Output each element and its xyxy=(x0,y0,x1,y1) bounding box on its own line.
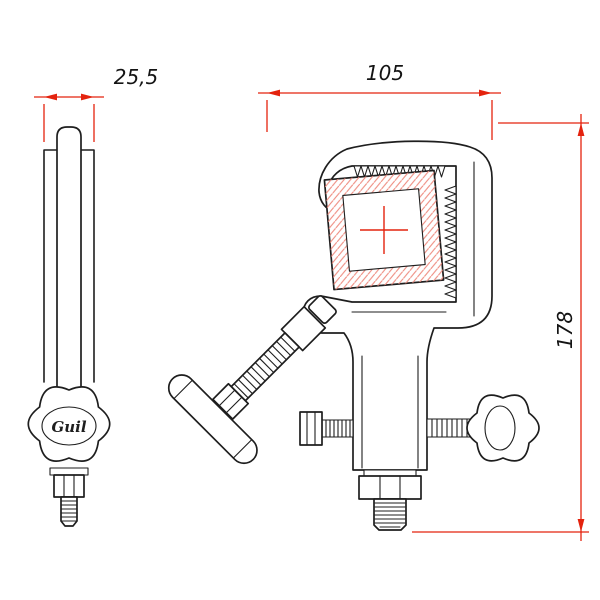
side-stud-threads xyxy=(60,500,78,522)
knob-logo-ellipse xyxy=(41,406,97,446)
bottom-washer xyxy=(363,469,417,477)
screw-pad xyxy=(308,295,337,324)
bottom-stud-threads xyxy=(374,502,406,528)
bottom-nut xyxy=(358,475,422,500)
right-knob-face xyxy=(484,405,516,451)
arrow-right xyxy=(81,93,94,101)
side-plate xyxy=(56,126,82,392)
dimension-label: 25,5 xyxy=(114,65,159,89)
left-bolt-threads xyxy=(325,419,351,438)
center-mark xyxy=(360,206,408,254)
body-detail-lines xyxy=(351,161,475,469)
arrow-right xyxy=(479,89,492,97)
left-bolt-facets xyxy=(306,411,316,446)
side-view: Guil xyxy=(27,126,111,527)
right-knob xyxy=(466,394,540,462)
dimension-front-width: 105 xyxy=(258,61,501,140)
left-bolt-head xyxy=(299,411,323,446)
dimension-front-height: 178 xyxy=(412,114,589,541)
dimension-label: 105 xyxy=(366,61,404,85)
front-view xyxy=(167,140,540,531)
screw-t-handle xyxy=(167,374,258,465)
arrow-top xyxy=(577,123,585,136)
beam-inner xyxy=(342,188,426,272)
handle-end-lines xyxy=(173,379,253,459)
screw-hex-collar xyxy=(212,382,250,420)
dimension-side-width: 25,5 xyxy=(34,65,158,142)
attachments xyxy=(299,394,540,531)
side-nut xyxy=(53,474,85,498)
bottom-nut-facets xyxy=(379,475,401,500)
side-profile-lines xyxy=(43,149,95,383)
arrow-bottom xyxy=(577,519,585,532)
screw-threads xyxy=(233,336,296,399)
side-nut-facets xyxy=(63,474,75,498)
side-washer xyxy=(49,467,89,476)
right-serration xyxy=(444,185,457,299)
side-stud xyxy=(60,496,78,527)
clamp-screw xyxy=(167,295,337,465)
arrow-left xyxy=(267,89,280,97)
extension-lines xyxy=(43,104,95,142)
extension-lines xyxy=(412,122,589,533)
dimensions: 25,5 105 178 xyxy=(34,61,589,541)
screw-hex-facets xyxy=(218,389,243,414)
beam-hatch xyxy=(324,170,444,290)
extension-lines xyxy=(266,100,493,140)
arrow-left xyxy=(44,93,57,101)
dimension-label: 178 xyxy=(553,311,577,349)
brand-logo: Guil xyxy=(51,418,86,436)
